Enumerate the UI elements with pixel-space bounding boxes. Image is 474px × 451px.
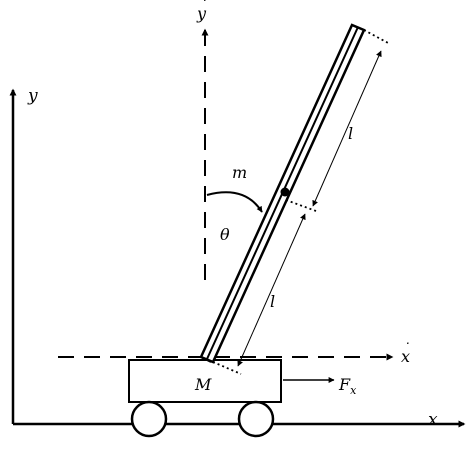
length-label-upper: l [348, 124, 353, 143]
pendulum-mass-label: m [232, 163, 247, 182]
moving-frame-axes: y ˙ x ˙ [58, 0, 410, 366]
dimensions: l l [212, 29, 391, 375]
length-label-lower: l [270, 292, 275, 311]
cart-mass-label: M [194, 375, 212, 394]
dim-arrow-lower [237, 213, 306, 367]
force: Fx [283, 375, 357, 397]
x-dot-mark: ˙ [403, 341, 410, 357]
angle-arc [206, 191, 263, 213]
x-axis-label: x [428, 410, 438, 430]
x-dot-label: x [401, 347, 410, 366]
y-dot-label: y [196, 4, 207, 23]
dim-ext-bottom [212, 361, 242, 375]
pendulum [199, 23, 366, 364]
pivot-mark [200, 356, 212, 363]
dim-ext-top [363, 29, 391, 45]
dim-ext-middle [285, 199, 317, 212]
cart: M [128, 359, 282, 438]
angle-label: θ [220, 225, 230, 244]
cart-body [128, 359, 282, 403]
pendulum-mass-dot [280, 187, 290, 197]
force-label-sub: x [350, 384, 357, 397]
y-axis-label: y [27, 86, 38, 106]
cart-wheel-right [237, 400, 275, 438]
cart-wheel-left [130, 400, 168, 438]
y-dot-mark: ˙ [200, 0, 207, 14]
force-label-main: F [338, 375, 351, 394]
dim-arrow-upper [312, 50, 382, 207]
angle-annotation: θ m [206, 163, 263, 244]
force-label: Fx [338, 375, 357, 397]
